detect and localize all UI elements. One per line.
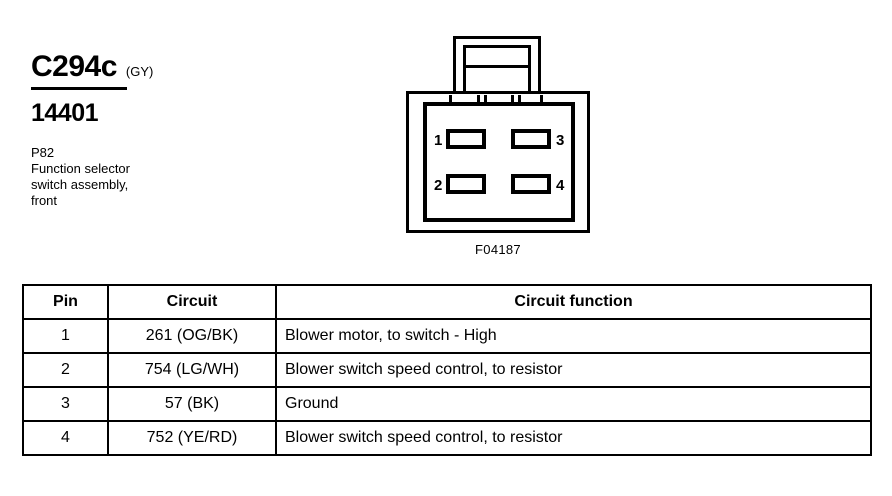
cell-circuit: 754 (LG/WH): [107, 352, 277, 388]
table-header: Pin Circuit Circuit function: [22, 284, 872, 320]
column-header-pin: Pin: [22, 284, 109, 320]
cell-circuit: 261 (OG/BK): [107, 318, 277, 354]
connector-id-row: C294c (GY): [31, 52, 231, 82]
connector-label-block: C294c (GY) 14401 P82 Function selector s…: [31, 52, 231, 209]
connector-color-code: (GY): [125, 64, 154, 79]
pin-number-3: 3: [556, 132, 565, 149]
connector-notch-3: [518, 95, 543, 102]
table-row: 4 752 (YE/RD) Blower switch speed contro…: [22, 420, 872, 456]
cell-function: Ground: [275, 386, 872, 422]
table-body: 1 261 (OG/BK) Blower motor, to switch - …: [22, 318, 872, 456]
cell-pin: 4: [22, 420, 109, 456]
description-line-1: P82: [31, 145, 55, 160]
connector-id: C294c: [31, 50, 117, 83]
table-row: 3 57 (BK) Ground: [22, 386, 872, 422]
column-header-function: Circuit function: [275, 284, 872, 320]
table-row: 1 261 (OG/BK) Blower motor, to switch - …: [22, 318, 872, 354]
table-row: 2 754 (LG/WH) Blower switch speed contro…: [22, 352, 872, 388]
pin-cavity-3: [511, 129, 551, 149]
part-number: 14401: [31, 99, 99, 127]
figure-caption: F04187: [475, 242, 521, 257]
connector-id-underline: [31, 87, 127, 90]
connector-diagram: 1 2 3 4 F04187: [398, 36, 598, 271]
cell-pin: 1: [22, 318, 109, 354]
cell-function: Blower motor, to switch - High: [275, 318, 872, 354]
description-line-2: Function selector: [31, 161, 130, 176]
cell-function: Blower switch speed control, to resistor: [275, 420, 872, 456]
connector-body-inner: [423, 102, 575, 222]
connector-notch-2: [484, 95, 514, 102]
connector-latch-outer: [453, 36, 541, 94]
description-line-3: switch assembly,: [31, 177, 129, 192]
pin-number-2: 2: [434, 177, 443, 194]
cell-circuit: 752 (YE/RD): [107, 420, 277, 456]
table-header-row: Pin Circuit Circuit function: [22, 284, 872, 320]
description-line-4: front: [31, 193, 58, 208]
cell-pin: 2: [22, 352, 109, 388]
column-header-circuit: Circuit: [107, 284, 277, 320]
connector-body-outer: [406, 91, 590, 233]
connector-description: P82 Function selector switch assembly, f…: [31, 145, 231, 209]
pin-cavity-1: [446, 129, 486, 149]
pin-cavity-4: [511, 174, 551, 194]
connector-latch-inner: [463, 45, 531, 94]
pin-cavity-2: [446, 174, 486, 194]
cell-pin: 3: [22, 386, 109, 422]
connector-notch-1: [449, 95, 480, 102]
cell-circuit: 57 (BK): [107, 386, 277, 422]
connector-latch-divider: [463, 65, 531, 68]
cell-function: Blower switch speed control, to resistor: [275, 352, 872, 388]
pin-number-4: 4: [556, 177, 565, 194]
pin-number-1: 1: [434, 132, 443, 149]
pin-assignment-table: Pin Circuit Circuit function 1 261 (OG/B…: [22, 284, 872, 456]
